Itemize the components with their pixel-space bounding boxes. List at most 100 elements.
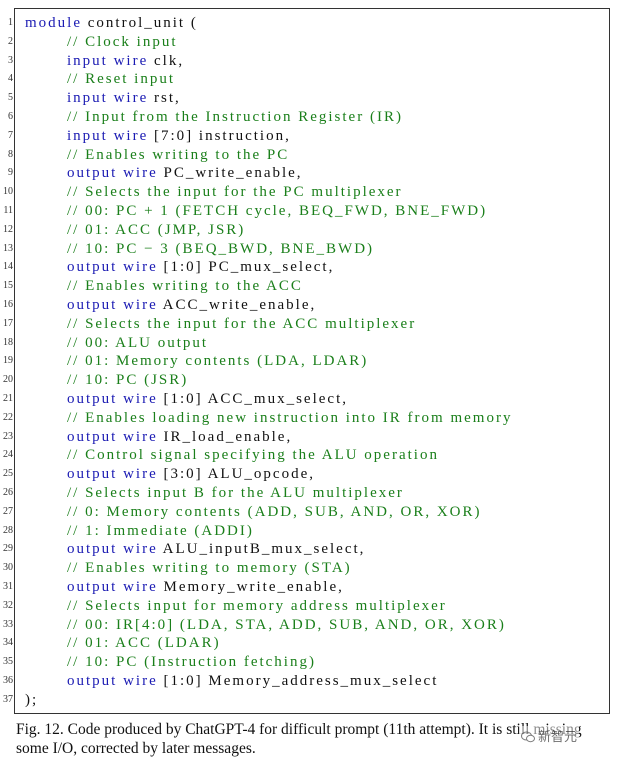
line-number: 15 [3, 280, 13, 292]
code-text: // Enables writing to memory (STA) [67, 560, 352, 577]
code-line: 26 // Selects input B for the ALU multipl… [3, 485, 611, 503]
code-text: // 10: PC (JSR) [67, 372, 188, 389]
code-text: output wire [3:0] ALU_opcode, [67, 466, 315, 483]
code-text: // 10: PC − 3 (BEQ_BWD, BNE_BWD) [67, 241, 374, 258]
line-number: 35 [3, 656, 13, 668]
code-token: ALU_inputB_mux_select, [157, 541, 366, 558]
code-text: // 1: Immediate (ADDI) [67, 523, 254, 540]
line-number: 26 [3, 487, 13, 498]
code-line: 31 output wire Memory_write_enable, [3, 579, 611, 597]
code-text: output wire Memory_write_enable, [67, 579, 344, 596]
keyword-token: output wire [67, 165, 158, 182]
code-line: 37); [3, 692, 611, 710]
line-number: 27 [3, 505, 13, 517]
line-number: 12 [3, 223, 13, 235]
code-text: // 01: ACC (LDAR) [67, 635, 221, 652]
keyword-token: output wire [67, 428, 158, 445]
line-number: 29 [3, 543, 13, 555]
code-text: ); [25, 692, 38, 709]
line-number: 5 [8, 92, 13, 104]
code-line: 15 // Enables writing to the ACC [3, 278, 611, 296]
comment-token: // Reset input [67, 71, 175, 88]
line-number: 10 [3, 186, 13, 198]
code-token: [1:0] PC_mux_select, [157, 259, 335, 276]
line-number: 32 [3, 599, 13, 611]
code-token: Memory_write_enable, [157, 579, 344, 595]
line-number: 4 [8, 73, 13, 85]
code-token: control_unit ( [82, 15, 198, 31]
line-number: 18 [3, 336, 13, 348]
code-line: 22// Enables loading new instruction int… [3, 410, 611, 428]
keyword-token: input wire [67, 127, 149, 144]
keyword-token: input wire [67, 90, 149, 107]
code-token: IR_load_enable, [157, 428, 293, 445]
line-number: 2 [8, 35, 13, 47]
comment-token: // Selects the input for the PC multiple… [67, 184, 403, 201]
code-line: 17// Selects the input for the ACC multi… [3, 316, 611, 334]
comment-token: // Selects input for memory address mult… [67, 597, 447, 614]
code-token: [1:0] Memory_address_mux_select [157, 673, 439, 689]
code-text: // Selects input for memory address mult… [67, 598, 447, 615]
watermark-text: 新智元 [538, 730, 578, 745]
code-line: 28// 1: Immediate (ADDI) [3, 523, 611, 541]
comment-token: // Selects input B for the ALU multiplex… [67, 485, 404, 501]
line-number: 24 [3, 449, 13, 461]
code-text: // Reset input [67, 71, 175, 88]
line-number: 34 [3, 637, 13, 649]
line-number: 8 [8, 148, 13, 160]
code-text: input wire [7:0] instruction, [67, 128, 291, 145]
code-line: 24 // Control signal specifying the ALU o… [3, 447, 611, 465]
code-text: module control_unit ( [25, 15, 198, 32]
code-token: [1:0] ACC_mux_select, [157, 391, 348, 407]
comment-token: // 00: PC + 1 (FETCH cycle, BEQ_FWD, BNE… [67, 203, 488, 219]
comment-token: // Enables loading new instruction into … [67, 409, 513, 426]
code-token: clk, [148, 52, 185, 69]
code-text: // 01: Memory contents (LDA, LDAR) [67, 353, 368, 370]
keyword-token: output wire [67, 579, 158, 595]
code-token: rst, [148, 90, 181, 107]
code-text: // Selects the input for the ACC multipl… [67, 316, 416, 333]
code-line: 30// Enables writing to memory (STA) [3, 560, 611, 578]
code-line: 12// 01: ACC (JMP, JSR) [3, 222, 611, 240]
comment-token: // 01: ACC (LDAR) [67, 635, 221, 652]
code-text: input wire clk, [67, 53, 184, 70]
code-line: 8// Enables writing to the PC [8, 147, 611, 165]
keyword-token: output wire [67, 466, 158, 483]
code-line: 18 // 00: ALU output [3, 335, 611, 353]
code-token: ACC_write_enable, [157, 297, 317, 313]
comment-token: // Clock input [67, 33, 178, 50]
code-text: // 10: PC (Instruction fetching) [67, 654, 316, 671]
code-line: 32 // Selects input for memory address mu… [3, 598, 611, 616]
code-line: 11// 00: PC + 1 (FETCH cycle, BEQ_FWD, B… [3, 203, 611, 221]
code-text: // 00: PC + 1 (FETCH cycle, BEQ_FWD, BNE… [67, 203, 487, 220]
keyword-token: output wire [67, 391, 158, 407]
code-line: 35 // 10: PC (Instruction fetching) [3, 654, 611, 672]
code-token: ); [25, 691, 39, 708]
comment-token: // Input from the Instruction Register (… [67, 109, 403, 125]
line-number: 33 [3, 618, 13, 630]
comment-token: // 00: IR[4:0] (LDA, STA, ADD, SUB, AND,… [67, 616, 506, 633]
code-text: // Enables writing to the ACC [67, 278, 303, 295]
comment-token: // Selects the input for the ACC multipl… [67, 315, 417, 332]
code-line: 2 // Clock input [8, 33, 611, 52]
line-number: 9 [8, 167, 13, 179]
code-text: output wire ALU_inputB_mux_select, [67, 541, 365, 558]
code-text: // 0: Memory contents (ADD, SUB, AND, OR… [67, 504, 482, 521]
code-line: 27 // 0: Memory contents (ADD, SUB, AND, … [3, 504, 611, 522]
code-line: 34 // 01: ACC (LDAR) [3, 635, 611, 653]
code-text: // Enables loading new instruction into … [67, 410, 512, 427]
code-text: input wire rst, [67, 90, 181, 107]
line-number: 16 [3, 299, 13, 310]
code-text: // Control signal specifying the ALU ope… [67, 447, 439, 464]
line-number: 31 [3, 581, 13, 592]
comment-token: // 0: Memory contents (ADD, SUB, AND, OR… [67, 503, 482, 520]
code-text: // 00: ALU output [67, 335, 208, 352]
code-line: 5 input wire rst, [8, 90, 611, 108]
code-text: output wire IR_load_enable, [67, 429, 292, 446]
line-number: 21 [3, 393, 13, 404]
